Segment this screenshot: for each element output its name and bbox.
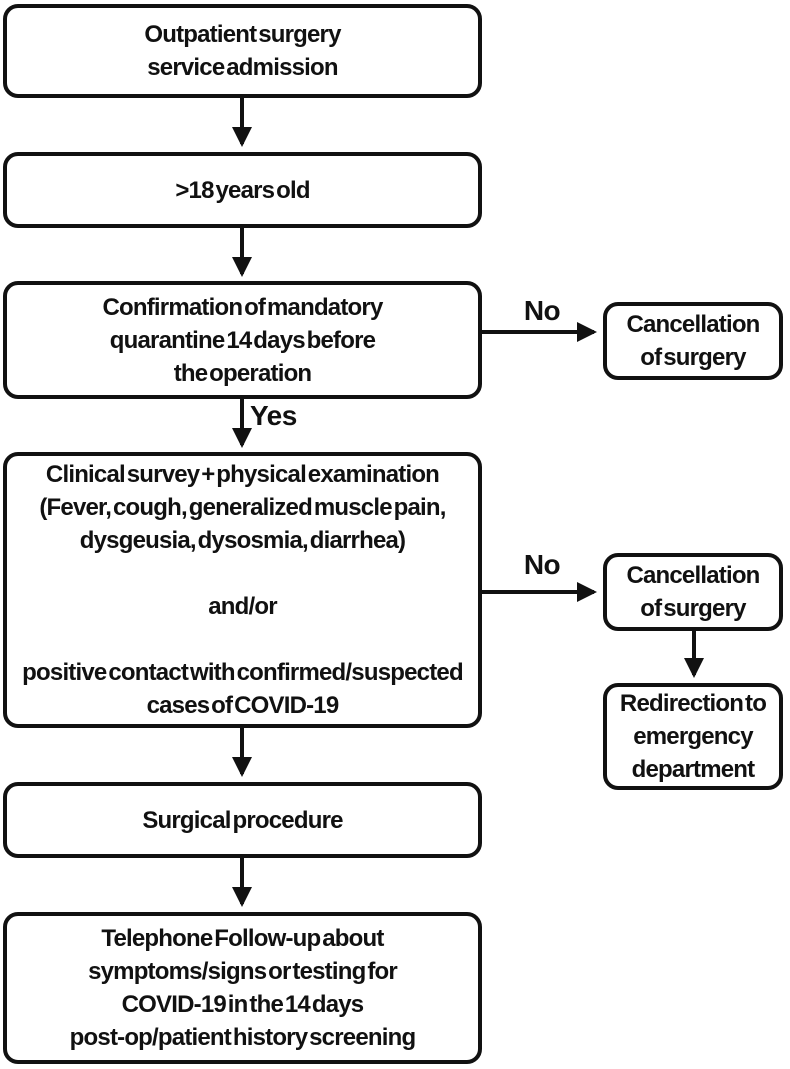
- node-redirection-emergency: Redirection to emergency department: [603, 683, 783, 790]
- node-age-criterion-label: >18 years old: [175, 176, 310, 204]
- node-outpatient-admission-label: Outpatient surgery service admission: [144, 21, 341, 81]
- node-outpatient-admission: Outpatient surgery service admission: [3, 4, 482, 98]
- node-quarantine-confirmation-label: Confirmation of mandatory quarantine 14 …: [102, 293, 383, 387]
- node-redirection-emergency-label: Redirection to emergency department: [619, 690, 767, 783]
- node-cancellation-screening: Cancellation of surgery: [603, 553, 783, 631]
- edge-label-quarantine-no: No: [523, 295, 561, 326]
- node-clinical-screening: Clinical survey + physical examination (…: [3, 452, 482, 728]
- node-clinical-screening-label: Clinical survey + physical examination (…: [22, 461, 463, 719]
- node-age-criterion: >18 years old: [3, 152, 482, 228]
- node-cancellation-quarantine-label: Cancellation of surgery: [626, 311, 760, 371]
- node-quarantine-confirmation: Confirmation of mandatory quarantine 14 …: [3, 281, 482, 399]
- edge-label-screening-no: No: [523, 549, 561, 580]
- node-telephone-followup: Telephone Follow-up about symptoms/signs…: [3, 912, 482, 1064]
- edge-label-quarantine-yes: Yes: [250, 400, 297, 431]
- node-cancellation-quarantine: Cancellation of surgery: [603, 302, 783, 380]
- node-surgical-procedure-label: Surgical procedure: [142, 806, 343, 834]
- node-telephone-followup-label: Telephone Follow-up about symptoms/signs…: [69, 925, 416, 1051]
- node-surgical-procedure: Surgical procedure: [3, 782, 482, 858]
- node-cancellation-screening-label: Cancellation of surgery: [626, 562, 760, 622]
